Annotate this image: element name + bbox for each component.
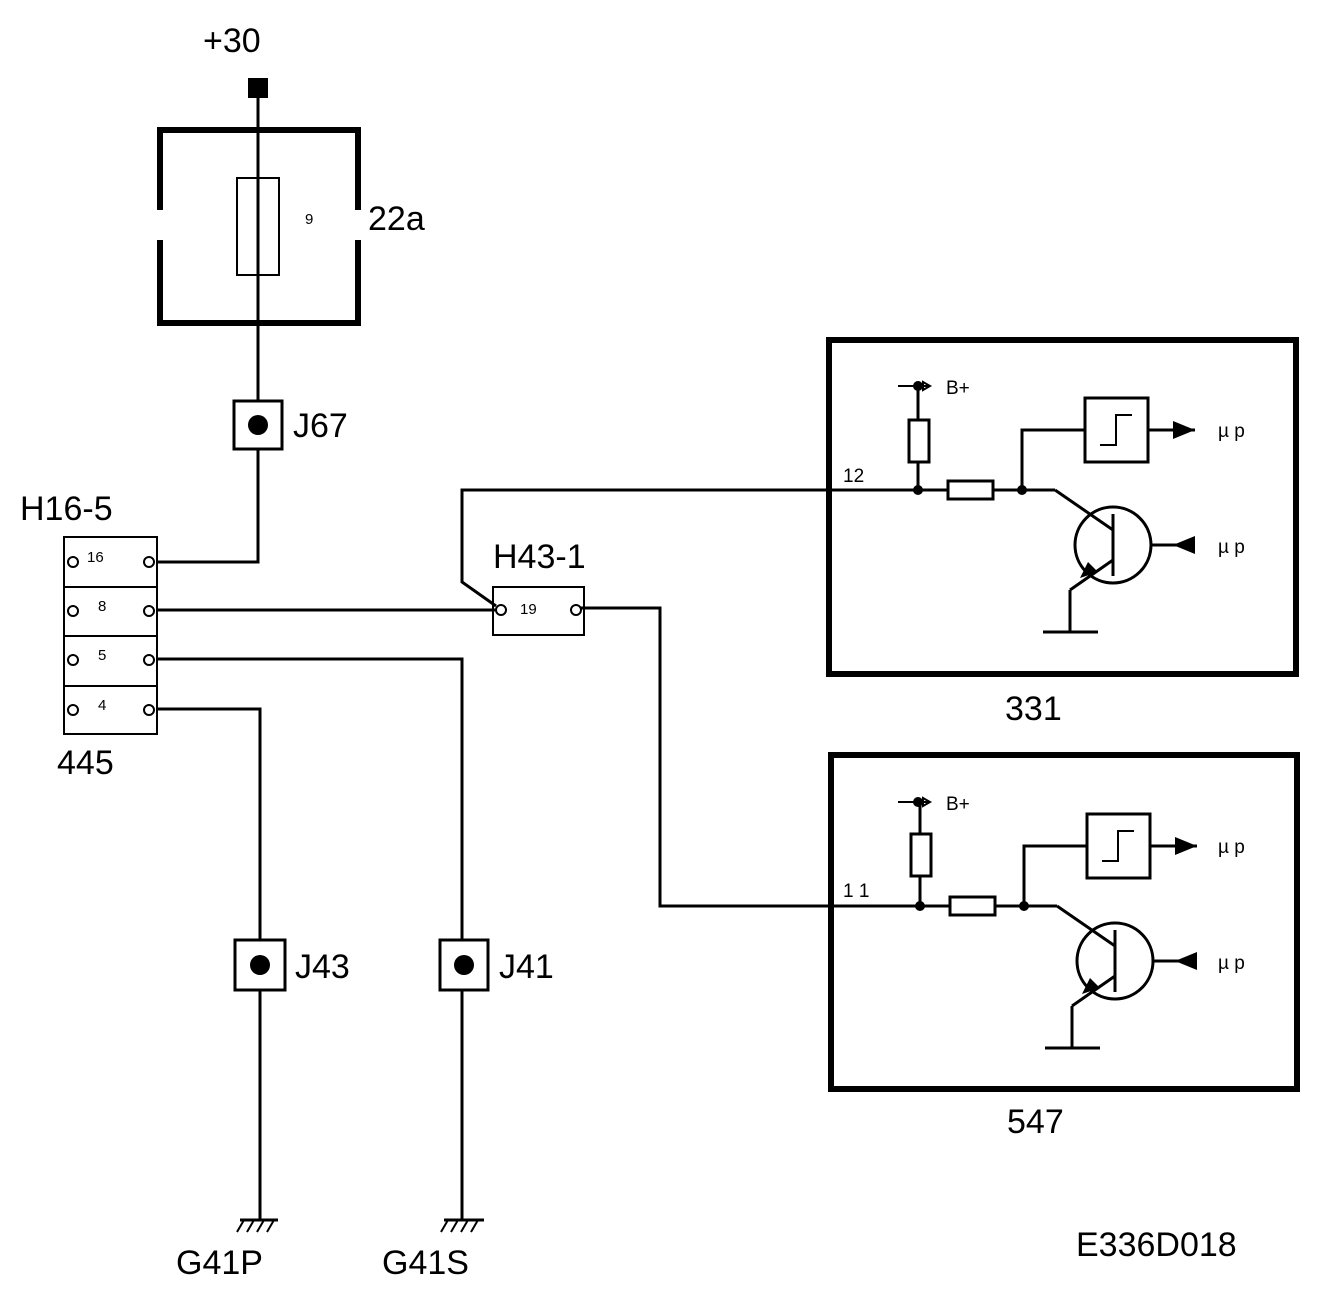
module-547-supply: B+ bbox=[946, 794, 970, 815]
h16-pin-16: 16 bbox=[87, 549, 104, 566]
ground-g41s: G41S bbox=[382, 1218, 484, 1282]
module-331-pullup-resistor bbox=[907, 418, 931, 464]
connector-h43: H43-1 19 bbox=[492, 538, 586, 636]
ground-g41p: G41P bbox=[176, 1218, 278, 1282]
supply-label: +30 bbox=[203, 22, 261, 60]
module-331-label: 331 bbox=[1005, 690, 1062, 728]
supply-terminal bbox=[248, 78, 268, 98]
ground-g41p-label: G41P bbox=[176, 1244, 263, 1282]
junction-j41-label: J41 bbox=[499, 948, 554, 986]
junction-j43-label: J43 bbox=[295, 948, 350, 986]
h16-pin-4: 4 bbox=[98, 697, 106, 714]
wire-h43-to-331 bbox=[460, 488, 918, 608]
module-547-series-resistor bbox=[948, 895, 997, 917]
module-547-pullup-resistor bbox=[909, 832, 933, 878]
fuse-box: 9 22a bbox=[157, 127, 425, 326]
module-331-pin: 12 bbox=[843, 466, 864, 487]
wire-supply bbox=[158, 98, 260, 564]
module-547: 1 1 B+ µ p µ p 547 bbox=[828, 752, 1300, 1141]
connector-h16-part: 445 bbox=[57, 744, 114, 782]
junction-j67: J67 bbox=[232, 399, 348, 451]
module-547-output-2: µ p bbox=[1218, 953, 1245, 974]
module-331-supply: B+ bbox=[946, 378, 970, 399]
wire-h16-4-to-g41p bbox=[158, 707, 262, 1220]
module-547-label: 547 bbox=[1007, 1103, 1064, 1141]
h43-pin: 19 bbox=[520, 601, 537, 618]
module-331: 12 B+ µ p µ p 331 bbox=[826, 337, 1299, 728]
junction-j43: J43 bbox=[233, 938, 350, 992]
diagram-code: E336D018 bbox=[1076, 1226, 1237, 1264]
fuse-box-label: 22a bbox=[368, 200, 425, 238]
junction-j41: J41 bbox=[438, 938, 554, 992]
module-331-output-1: µ p bbox=[1218, 421, 1245, 442]
connector-h43-label: H43-1 bbox=[493, 538, 586, 576]
h16-pin-5: 5 bbox=[98, 647, 106, 664]
module-331-series-resistor bbox=[946, 479, 995, 501]
module-547-output-1: µ p bbox=[1218, 837, 1245, 858]
ground-g41s-label: G41S bbox=[382, 1244, 469, 1282]
h16-pin-8: 8 bbox=[98, 598, 106, 615]
module-547-pin: 1 1 bbox=[843, 881, 869, 902]
wire-h43-to-547 bbox=[581, 606, 918, 908]
module-331-output-2: µ p bbox=[1218, 537, 1245, 558]
connector-h16-label: H16-5 bbox=[20, 490, 113, 528]
wire-h16-5-to-g41s bbox=[158, 657, 464, 1220]
fuse-number: 9 bbox=[305, 211, 313, 228]
connector-h16: H16-5 16 8 5 4 445 bbox=[20, 490, 158, 782]
junction-j67-label: J67 bbox=[293, 407, 348, 445]
